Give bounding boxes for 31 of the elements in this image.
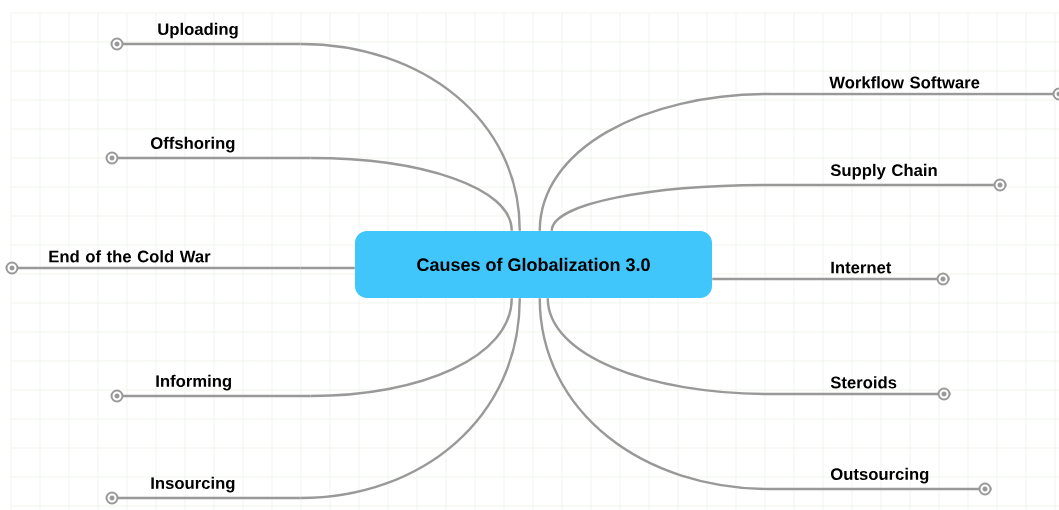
node-label: Uploading xyxy=(158,22,238,39)
branch-connector xyxy=(310,298,513,398)
node-label: Offshoring xyxy=(150,136,235,153)
branch-topic: End of the Cold War xyxy=(5,250,301,275)
topic-box: Causes of Globalization 3.0 xyxy=(355,231,712,298)
node-label: Informing xyxy=(156,374,232,391)
branch-connector xyxy=(538,92,771,231)
branch-connector xyxy=(300,42,521,231)
branch-connector xyxy=(546,298,771,396)
branch-topic: Informing xyxy=(110,374,311,403)
node-label: End of the Cold War xyxy=(49,250,211,263)
branch-topic: Uploading xyxy=(110,22,301,51)
branch-connector xyxy=(300,298,521,500)
node-label: Workflow Software xyxy=(829,76,980,89)
branch-topic: Steroids xyxy=(770,376,951,401)
branch-topic: Supply Chain xyxy=(770,163,1007,192)
branch-connector xyxy=(550,183,771,232)
node-label: Supply Chain xyxy=(830,163,937,180)
branch-connector xyxy=(712,277,770,281)
branch-connector xyxy=(310,156,513,231)
branch-connector xyxy=(538,298,771,491)
node-label: Steroids xyxy=(830,376,897,389)
branch-topic: Workflow Software xyxy=(770,76,1059,101)
branch-topic: Offshoring xyxy=(105,136,311,165)
branch-topic: Insourcing xyxy=(105,476,301,505)
branch-topic: Outsourcing xyxy=(770,467,992,496)
branch-topic: Internet xyxy=(770,261,950,286)
branch-connector xyxy=(300,266,355,270)
node-label: Outsourcing xyxy=(830,467,929,484)
node-label: Insourcing xyxy=(151,476,235,493)
node-label: Internet xyxy=(831,261,892,274)
